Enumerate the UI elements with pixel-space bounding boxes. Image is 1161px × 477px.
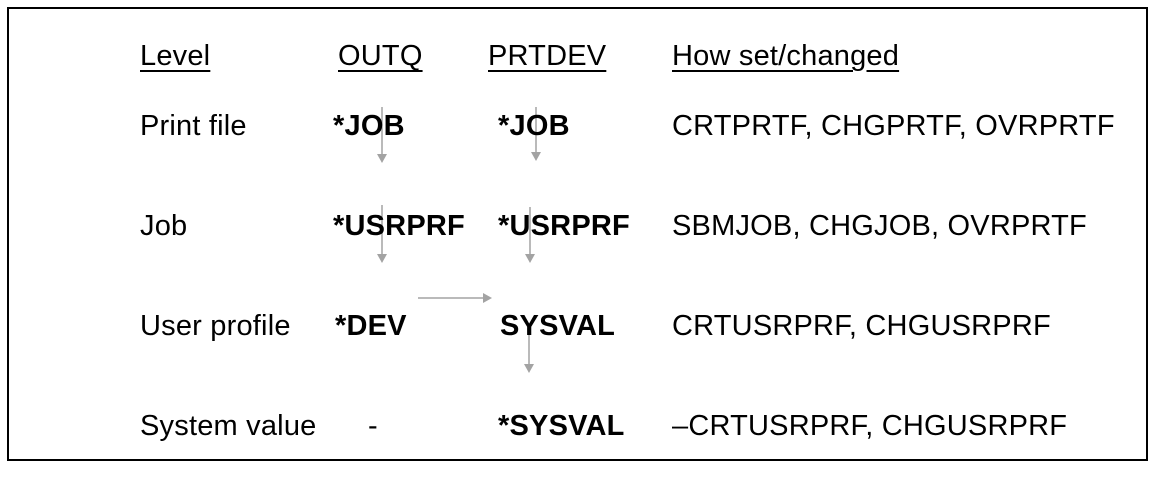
outq-value-job: *USRPRF — [333, 210, 465, 242]
column-header-prtdev: PRTDEV — [488, 40, 607, 72]
arrow-prtdev-userprofile-to-systemvalue — [524, 327, 534, 373]
row-label-user-profile: User profile — [140, 310, 291, 342]
arrow-prtdev-job-to-userprofile — [525, 207, 535, 263]
arrow-outq-job-to-userprofile — [377, 205, 387, 263]
arrow-outq-to-prtdev — [418, 293, 492, 303]
arrow-head — [483, 293, 492, 303]
how-value-system-value: –CRTUSRPRF, CHGUSRPRF — [672, 410, 1068, 442]
row-label-print-file: Print file — [140, 110, 247, 142]
how-value-print-file: CRTPRTF, CHGPRTF, OVRPRTF — [672, 110, 1115, 142]
prtdev-value-print-file: *JOB — [498, 110, 570, 142]
how-value-job: SBMJOB, CHGJOB, OVRPRTF — [672, 210, 1087, 242]
column-header-outq: OUTQ — [338, 40, 423, 72]
prtdev-value-user-profile: SYSVAL — [500, 310, 616, 342]
row-label-system-value: System value — [140, 410, 317, 442]
arrow-head — [377, 254, 387, 263]
arrow-outq-printfile-to-job — [377, 107, 387, 163]
row-label-job: Job — [140, 210, 188, 242]
column-header-level: Level — [140, 40, 211, 72]
how-value-user-profile: CRTUSRPRF, CHGUSRPRF — [672, 310, 1051, 342]
prtdev-value-job: *USRPRF — [498, 210, 630, 242]
outq-value-print-file: *JOB — [333, 110, 405, 142]
arrow-head — [377, 154, 387, 163]
arrow-head — [524, 364, 534, 373]
arrow-head — [531, 152, 541, 161]
column-header-how-set-changed: How set/changed — [672, 40, 900, 72]
arrow-prtdev-printfile-to-job — [531, 107, 541, 161]
outq-value-user-profile: *DEV — [335, 310, 407, 342]
arrow-head — [525, 254, 535, 263]
prtdev-value-system-value: *SYSVAL — [498, 410, 625, 442]
outq-value-system-value: - — [368, 410, 378, 442]
figure-border — [7, 7, 1148, 461]
